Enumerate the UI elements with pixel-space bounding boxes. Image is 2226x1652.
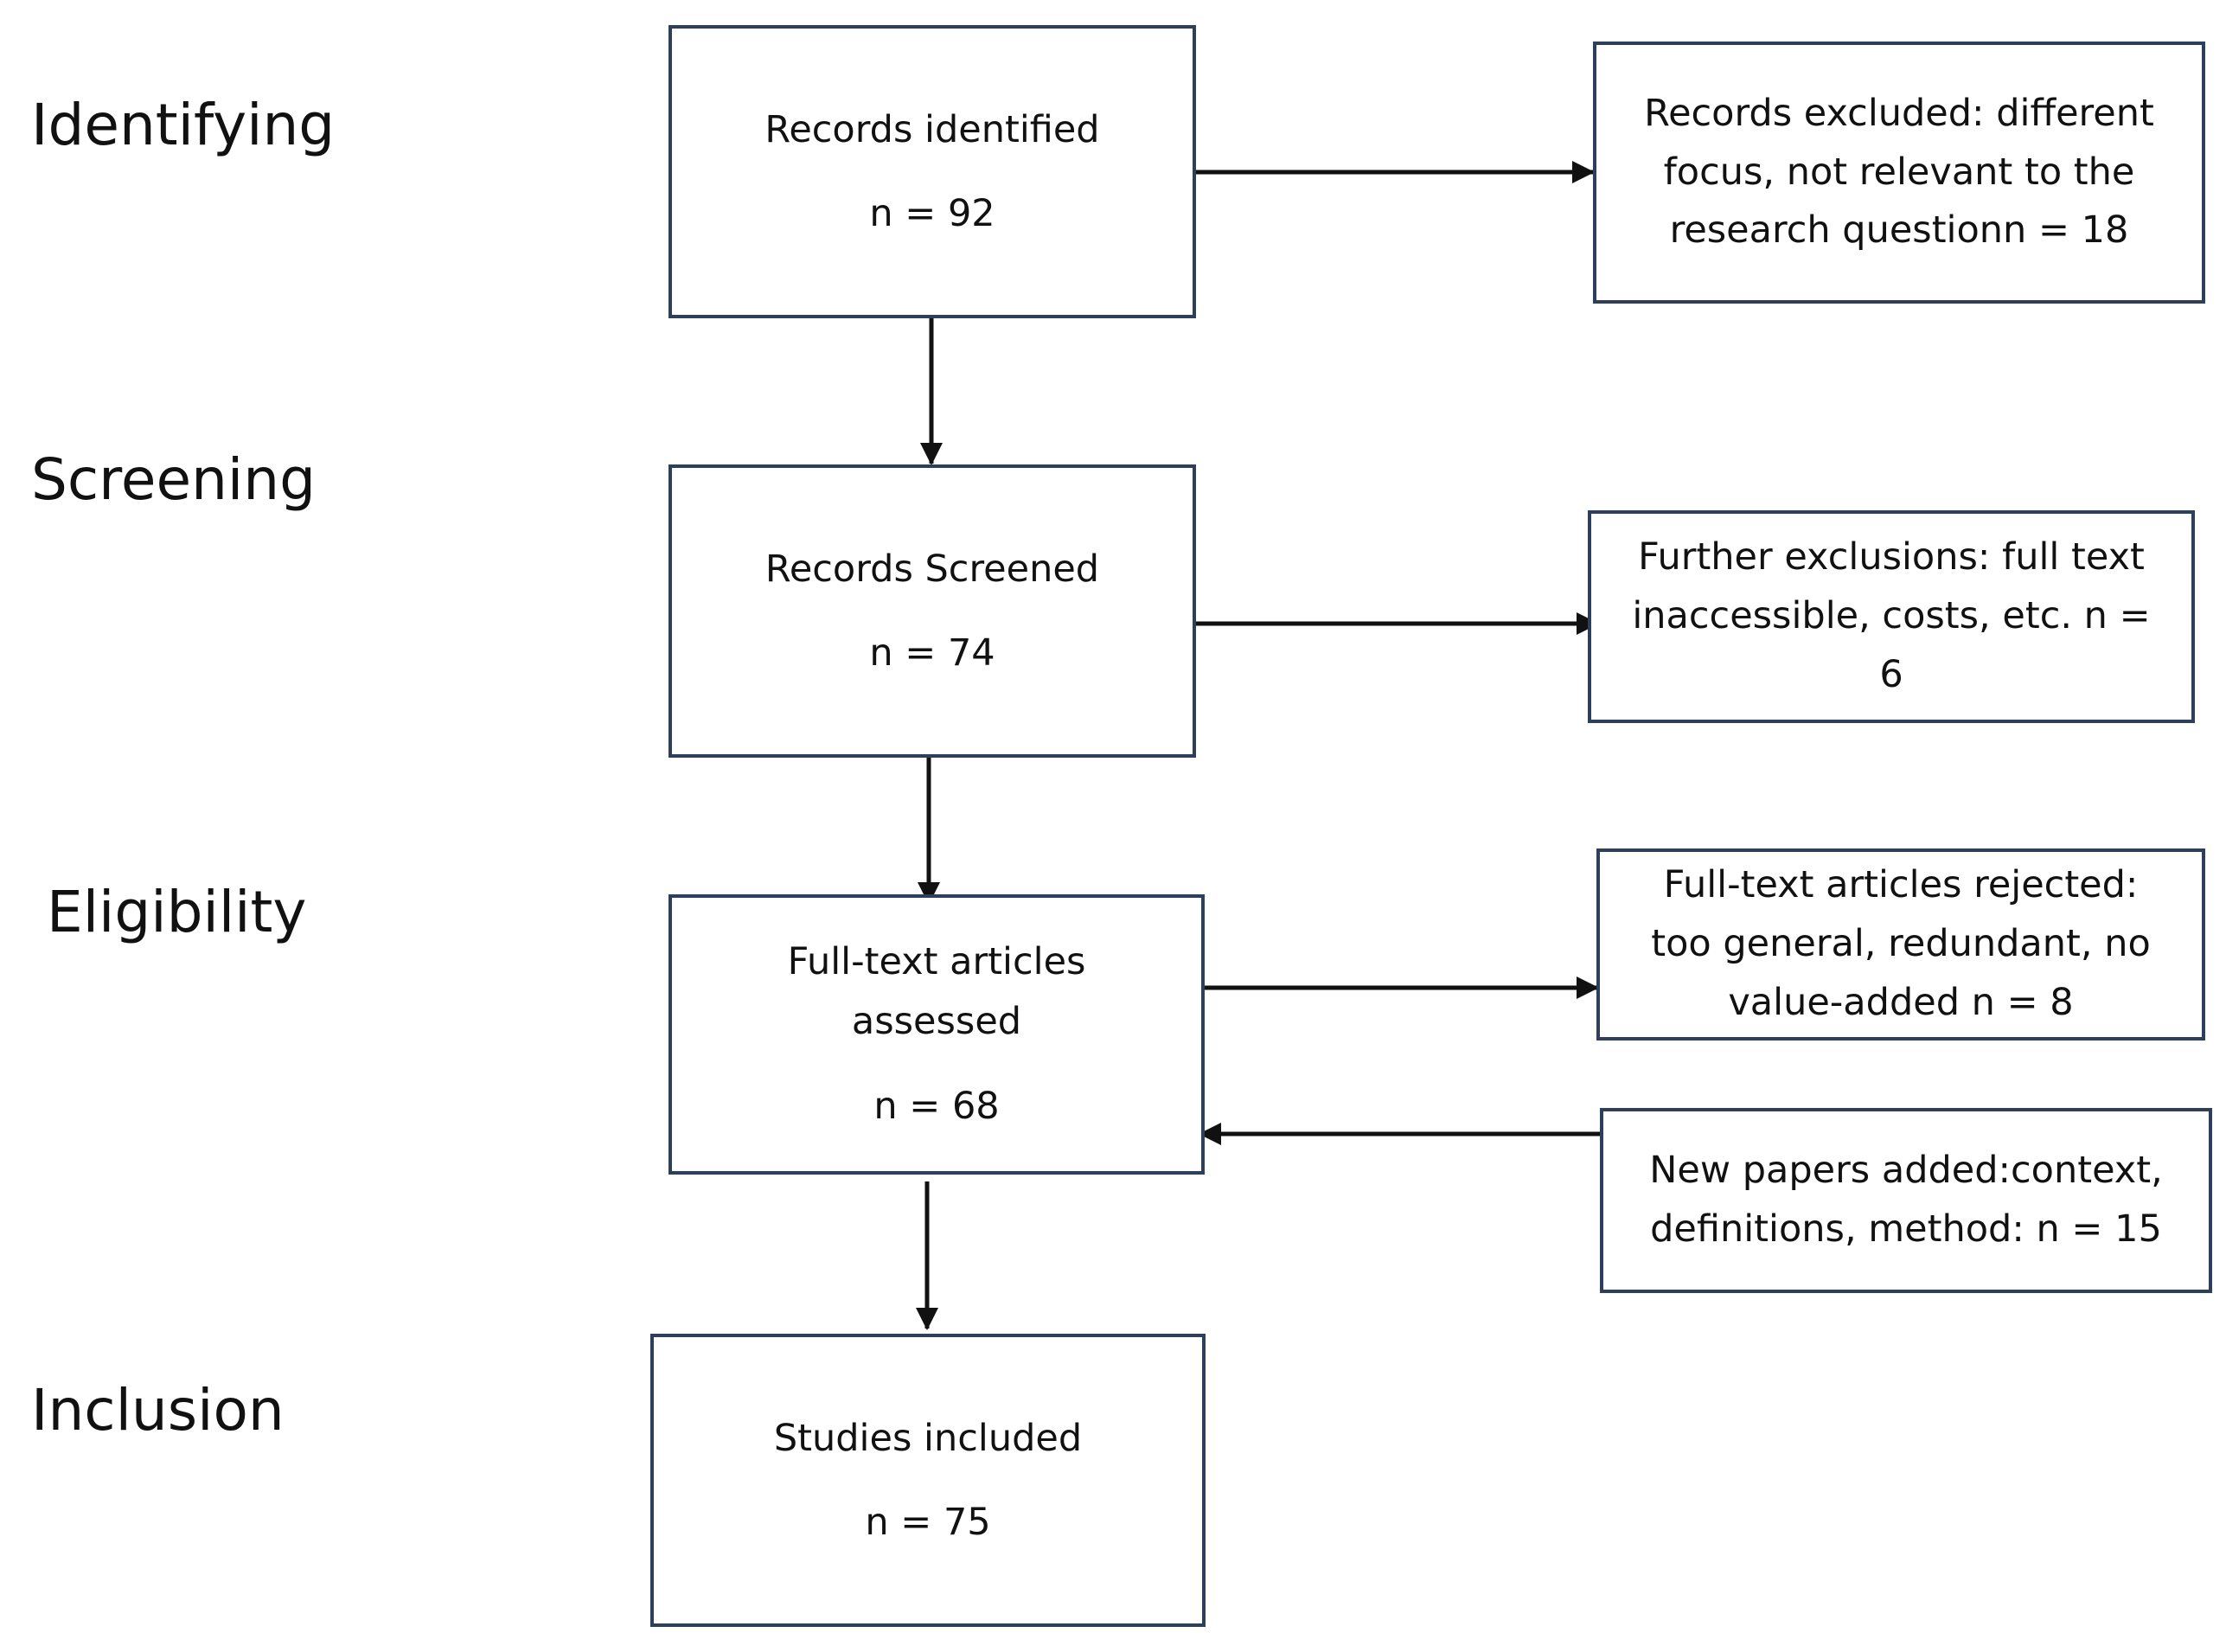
records-excluded-text: Records excluded: different focus, not r… (1644, 91, 2154, 253)
full-text-assessed-count: n = 68 (873, 1085, 1000, 1129)
further-exclusions-text: Further exclusions: full text inaccessib… (1632, 535, 2151, 696)
stage-label-eligibility: Eligibility (47, 879, 307, 945)
studies-included-count: n = 75 (865, 1500, 991, 1544)
records-identified-label: Records identified (764, 107, 1100, 151)
stage-label-identifying: Identifying (31, 92, 336, 158)
records-identified-box: Records identified n = 92 (668, 25, 1196, 318)
studies-included-label: Studies included (773, 1416, 1083, 1460)
full-text-rejected-text: Full-text articles rejected: too general… (1651, 863, 2151, 1024)
records-screened-box: Records Screened n = 74 (668, 464, 1196, 758)
full-text-assessed-label-line2: assessed (851, 999, 1022, 1043)
full-text-assessed-label-line1: Full-text articles (787, 939, 1086, 983)
records-identified-count: n = 92 (869, 191, 995, 235)
studies-included-box: Studies included n = 75 (650, 1334, 1206, 1627)
full-text-assessed-box: Full-text articles assessed n = 68 (668, 894, 1205, 1175)
records-excluded-box: Records excluded: different focus, not r… (1593, 42, 2205, 304)
further-exclusions-box: Further exclusions: full text inaccessib… (1588, 510, 2195, 723)
full-text-rejected-box: Full-text articles rejected: too general… (1596, 848, 2205, 1041)
records-screened-label: Records Screened (764, 547, 1100, 591)
new-papers-added-box: New papers added:context, definitions, m… (1600, 1108, 2212, 1293)
records-screened-count: n = 74 (869, 631, 995, 675)
stage-label-screening: Screening (31, 446, 316, 513)
stage-label-inclusion: Inclusion (31, 1377, 285, 1444)
new-papers-added-text: New papers added:context, definitions, m… (1649, 1149, 2163, 1251)
